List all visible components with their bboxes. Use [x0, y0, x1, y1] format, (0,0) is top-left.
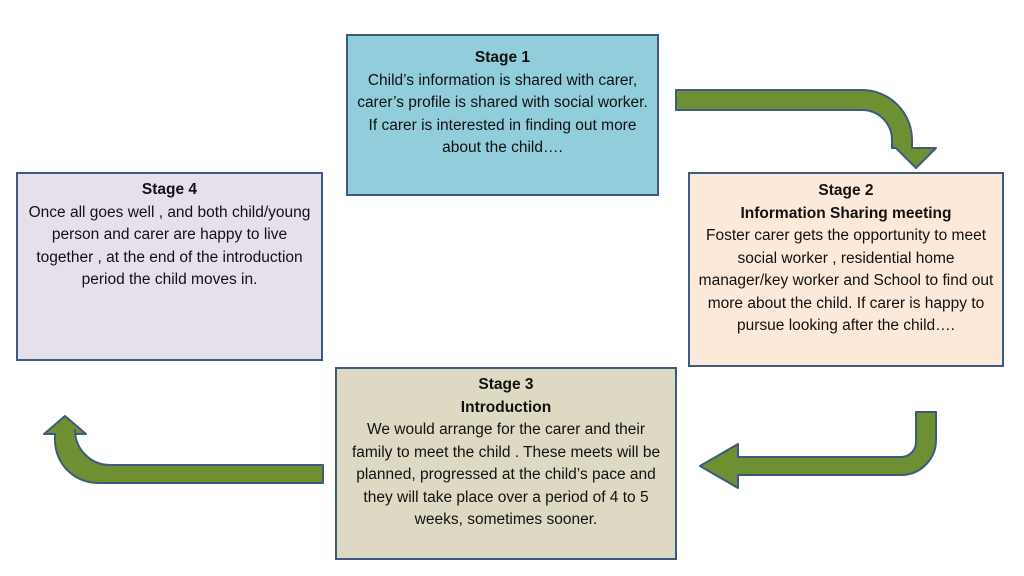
stage-1-title: Stage 1 [474, 49, 531, 66]
stage-1-body: Child’s information is shared with carer… [357, 71, 648, 157]
stage-1-box: Stage 1 Child’s information is shared wi… [346, 34, 659, 196]
stage-2-subtitle: Information Sharing meeting [740, 204, 952, 222]
stage-2-title: Stage 2 [818, 182, 874, 199]
stage-3-subtitle: Introduction [460, 398, 552, 416]
stage-2-box: Stage 2 Information Sharing meeting Fost… [688, 172, 1004, 367]
curved-arrow-right-down-icon [675, 89, 937, 169]
stage-4-box: Stage 4 Once all goes well , and both ch… [16, 172, 323, 361]
stage-3-title: Stage 3 [478, 376, 534, 393]
stage-4-body: Once all goes well , and both child/youn… [28, 203, 311, 289]
curved-arrow-down-left-icon [699, 411, 937, 489]
stage-2-body: Foster carer gets the opportunity to mee… [698, 227, 994, 334]
curved-arrow-left-up-icon [43, 415, 324, 484]
stage-4-title: Stage 4 [141, 181, 198, 198]
stage-3-box: Stage 3 Introduction We would arrange fo… [335, 367, 677, 560]
stage-3-body: We would arrange for the carer and their… [351, 421, 661, 528]
